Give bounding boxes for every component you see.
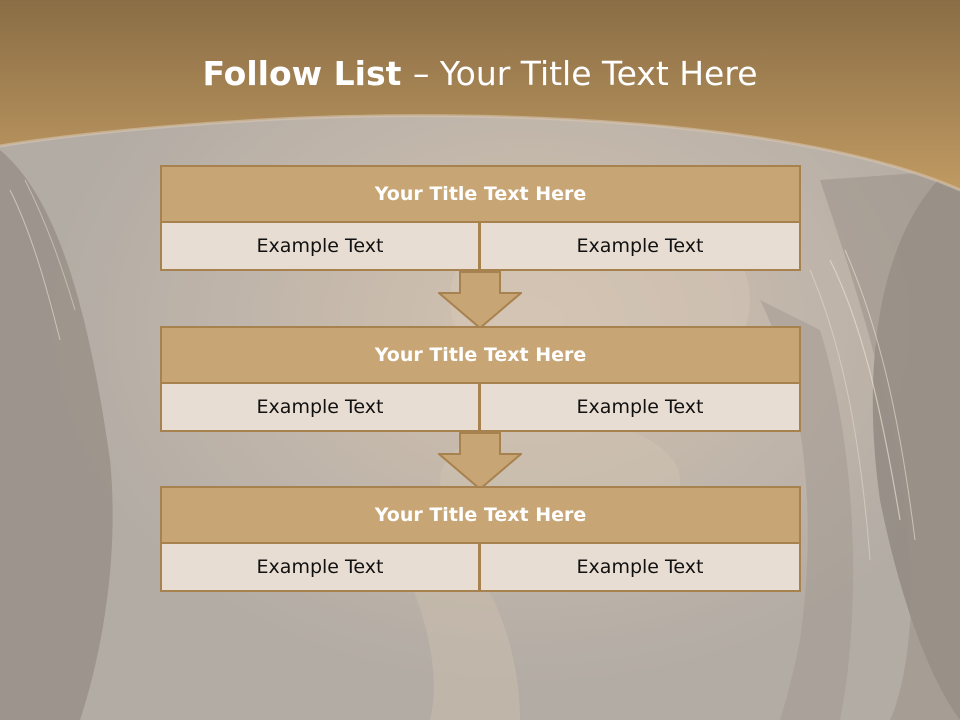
step-header-1: Your Title Text Here [160,165,801,223]
slide-title-rest: – Your Title Text Here [412,54,758,93]
slide-title-bold: Follow List [202,54,413,93]
step-cell-3-left: Example Text [160,542,480,592]
step-header-3: Your Title Text Here [160,486,801,544]
step-cell-2-right: Example Text [479,382,801,432]
step-cell-1-left: Example Text [160,221,480,271]
step-header-2: Your Title Text Here [160,326,801,384]
step-cell-3-right: Example Text [479,542,801,592]
down-arrow-icon [438,271,522,329]
down-arrow-icon [438,432,522,490]
step-cell-2-left: Example Text [160,382,480,432]
step-cell-1-right: Example Text [479,221,801,271]
slide-title: Follow List – Your Title Text Here [0,54,960,93]
